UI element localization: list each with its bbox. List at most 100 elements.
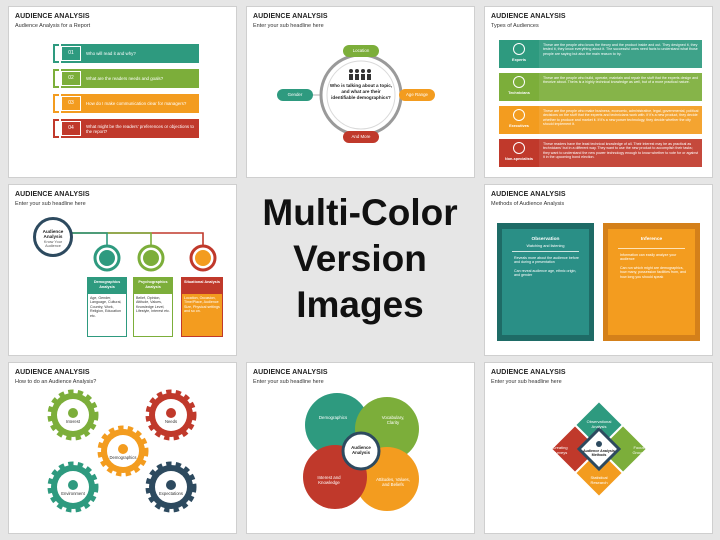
question-number: 02 (61, 71, 81, 86)
chart-icon (166, 480, 176, 490)
gear-label: Interest (66, 419, 80, 424)
audience-type-label: Technicians (508, 91, 530, 95)
diamond-label: Observational Analysis (586, 419, 612, 429)
slide-report-questions[interactable]: AUDIENCE ANALYSIS Audience Analysis for … (8, 6, 237, 178)
question-number: 04 (61, 121, 81, 136)
diamond-center-label: Audience Analysis Methods (583, 449, 615, 458)
petal-diagram (303, 393, 419, 511)
gear-interest (47, 389, 99, 441)
slide-title: AUDIENCE ANALYSIS (253, 13, 328, 20)
card-text: Location, Occasion, Time/Place, Audience… (184, 296, 220, 314)
audience-type-label: Non-specialists (504, 157, 534, 161)
card-title: Inference (640, 237, 663, 242)
slide-subtitle: Enter your sub headline here (15, 201, 86, 207)
slide-demographics-wheel[interactable]: AUDIENCE ANALYSIS Enter your sub headlin… (246, 6, 475, 178)
question-number: 01 (61, 46, 81, 61)
card-title: Psychographics Analysis (134, 278, 172, 294)
slide-petal-diagram[interactable]: AUDIENCE ANALYSIS Enter your sub headlin… (246, 362, 475, 534)
gear-diagram (47, 389, 197, 513)
map-icon (195, 250, 211, 266)
slide-diamond-methods[interactable]: AUDIENCE ANALYSIS Enter your sub headlin… (484, 362, 713, 534)
card-bullet: Information can easily analyze your audi… (620, 253, 677, 262)
audience-type-text: These are the people who build, operate,… (543, 76, 699, 85)
audience-type-item: Non-specialists These readers have the l… (499, 139, 702, 167)
wheel-node-right[interactable]: Age Range (399, 89, 435, 101)
question-item: 03 How do I make communication clear for… (53, 94, 199, 113)
card-bullet: Reveals more about the audience before a… (514, 256, 579, 265)
audience-type-label: Experts (512, 58, 526, 62)
tree-connectors (71, 232, 217, 272)
card-title: Demographics Analysis (88, 278, 126, 294)
question-text: What might be the readers' preferences o… (86, 123, 194, 134)
wheel-node-bottom[interactable]: And More (343, 131, 379, 143)
slide-subtitle: Enter your sub headline here (253, 379, 324, 385)
slide-subtitle: Audience Analysis for a Report (15, 23, 91, 29)
gear-label: Environment (61, 491, 85, 496)
audience-type-item: Executives These are the people who make… (499, 106, 702, 134)
slide-title: AUDIENCE ANALYSIS (491, 369, 566, 376)
card-text: Age, Gender, Language, Cultural, Country… (90, 296, 122, 318)
gear-expectations (145, 461, 197, 513)
tree-icon (68, 480, 78, 490)
technician-icon (513, 76, 525, 88)
diamond-diagram (549, 399, 649, 499)
demographics-card: Demographics Analysis Age, Gender, Langu… (87, 277, 127, 337)
question-text: What are the readers needs and goals? (86, 76, 164, 81)
card-bullet: Can reveal audience age, ethnic origin, … (514, 268, 577, 278)
card-text: Belief, Opinion, Attitude, Values, Knowl… (136, 296, 170, 314)
lightbulb-icon (68, 408, 78, 418)
question-item: 04 What might be the readers' preference… (53, 119, 199, 138)
diamond-center (576, 426, 622, 472)
slide-analysis-methods[interactable]: AUDIENCE ANALYSIS Methods of Audience An… (484, 184, 713, 356)
slide-title: AUDIENCE ANALYSIS (491, 13, 566, 20)
people-icon (596, 441, 602, 447)
inference-card: Inference Information can easily analyze… (608, 229, 695, 335)
card-subtitle: Watching and listening (526, 244, 565, 248)
slide-subtitle: Types of Audiences (491, 23, 539, 29)
wheel-node-left[interactable]: Gender (277, 89, 313, 101)
petal-center (341, 431, 381, 471)
question-text: Who will read it and why? (86, 51, 136, 56)
gear-demographics (97, 425, 149, 477)
non-specialist-icon (513, 142, 525, 154)
people-icon (349, 69, 371, 80)
slide-title: AUDIENCE ANALYSIS (491, 191, 566, 198)
gear-environment (47, 461, 99, 513)
question-number: 03 (61, 96, 81, 111)
gear-label: Demographics (109, 455, 137, 460)
petal-label: Interest and Knowledge (317, 475, 341, 486)
promo-line-1: Multi-Color (262, 192, 458, 233)
slide-subtitle: How to do an Audience Analysis? (15, 379, 97, 385)
diamond-label: Statistical Research (590, 475, 608, 485)
diamond-label: Creating Surveys (552, 445, 568, 455)
expert-icon (513, 43, 525, 55)
executive-icon (513, 109, 525, 121)
slide-gears[interactable]: AUDIENCE ANALYSIS How to do an Audience … (8, 362, 237, 534)
situational-card: Situational Analysis Location, Occasion,… (181, 277, 223, 337)
audience-type-text: These are the people who make business, … (543, 109, 699, 127)
slide-subtitle: Enter your sub headline here (491, 379, 562, 385)
wheel-node-top[interactable]: Location (343, 45, 379, 57)
gear-label: Expectations (159, 491, 183, 496)
root-text: Know Your Audience (43, 239, 63, 249)
audience-type-label: Executives (509, 124, 529, 128)
envelope-icon (166, 408, 176, 418)
observation-card: Observation Watching and listening Revea… (502, 229, 589, 335)
gear-needs (145, 389, 197, 441)
slide-analysis-tree[interactable]: AUDIENCE ANALYSIS Enter your sub headlin… (8, 184, 237, 356)
slide-title: AUDIENCE ANALYSIS (15, 191, 90, 198)
audience-type-item: Technicians These are the people who bui… (499, 73, 702, 101)
slide-subtitle: Enter your sub headline here (253, 23, 324, 29)
audience-type-text: These readers have the least technical k… (543, 142, 699, 160)
question-text: How do I make communication clear for ma… (86, 101, 187, 106)
question-item: 02 What are the readers needs and goals? (53, 69, 199, 88)
promo-caption: Multi-Color Version Images (239, 190, 481, 350)
slide-title: AUDIENCE ANALYSIS (15, 13, 90, 20)
audience-type-item: Experts These are the people who know th… (499, 40, 702, 68)
petal-label: Vocabulary, Clarity (381, 415, 405, 426)
question-item: 01 Who will read it and why? (53, 44, 199, 63)
slide-title: AUDIENCE ANALYSIS (15, 369, 90, 376)
card-title: Observation (531, 237, 560, 242)
slide-audience-types[interactable]: AUDIENCE ANALYSIS Types of Audiences Exp… (484, 6, 713, 178)
root-title: Audience Analysis (42, 229, 64, 240)
